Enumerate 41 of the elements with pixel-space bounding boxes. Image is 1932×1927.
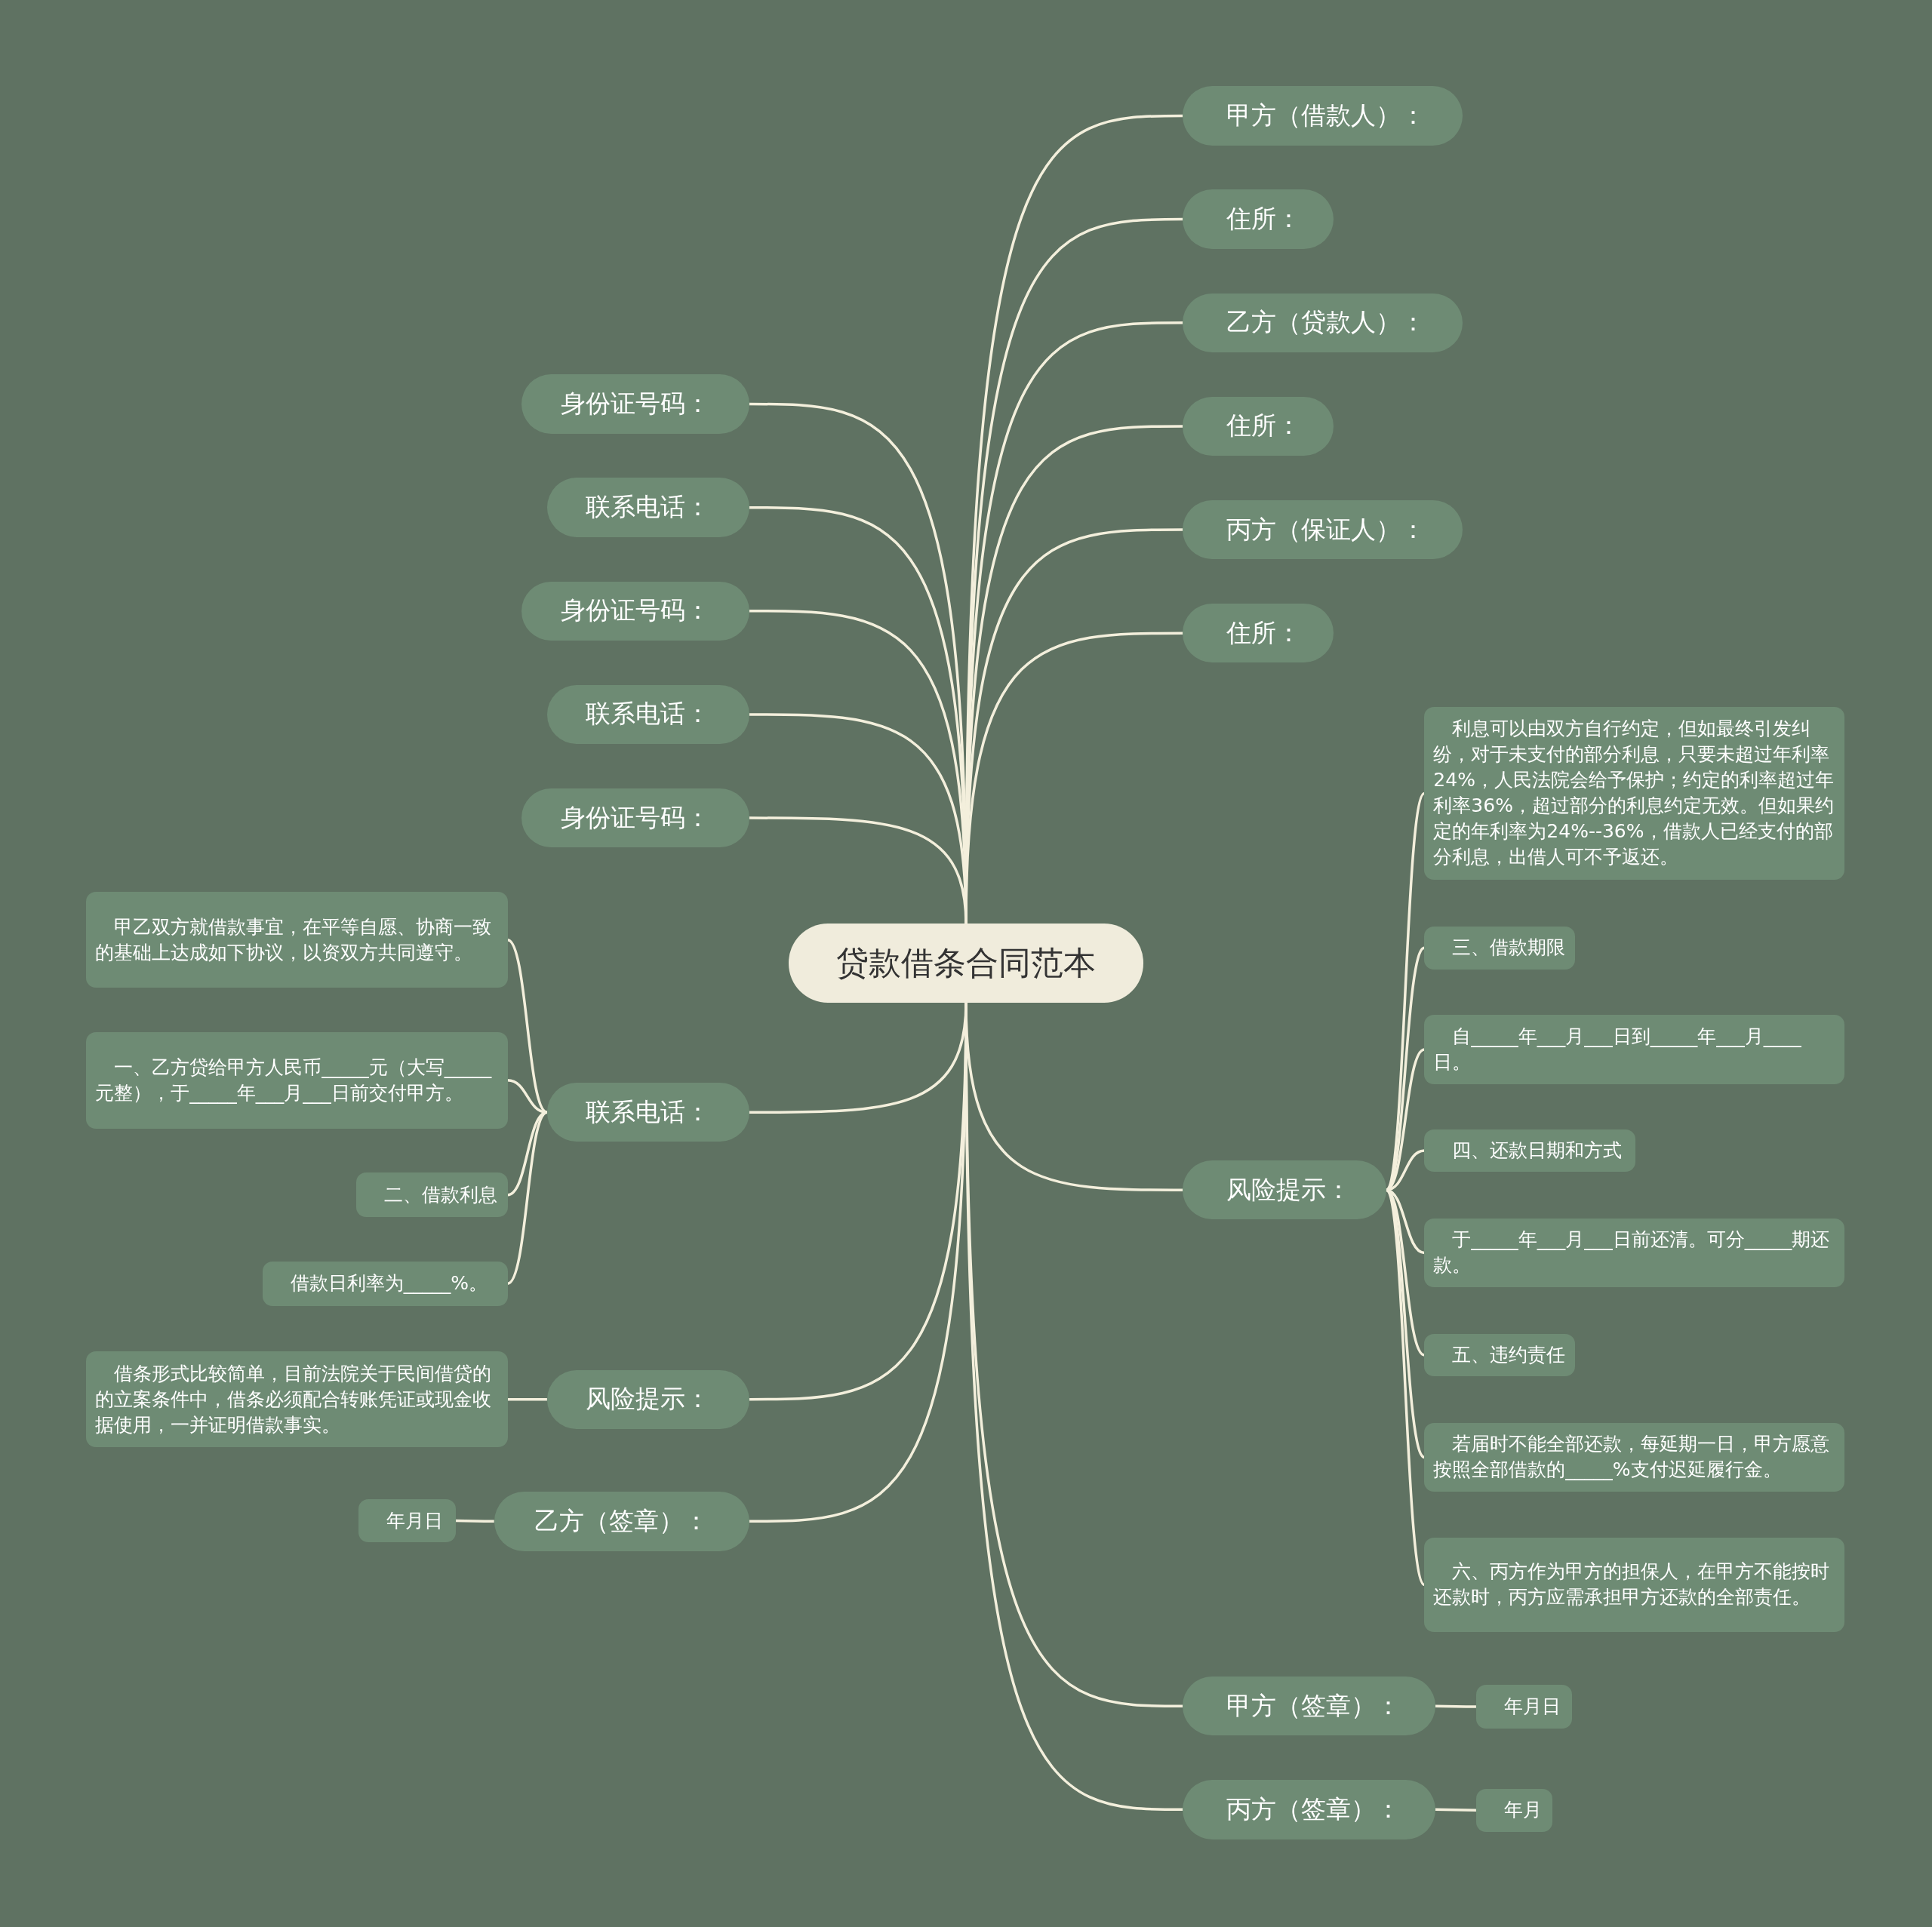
note-box: 二、借款利息 <box>355 1172 508 1218</box>
topic-pill: 丙方（签章）： <box>1183 1780 1436 1839</box>
topic-pill: 住所： <box>1183 604 1334 663</box>
note-box: 甲乙双方就借款事宜，在平等自愿、协商一致的基础上达成如下协议，以资双方共同遵守。 <box>86 892 508 988</box>
topic-pill: 身份证号码： <box>521 374 749 434</box>
central-topic: 贷款借条合同范本 <box>788 924 1144 1003</box>
connector-line <box>1385 1189 1426 1586</box>
connector-line <box>456 1519 494 1523</box>
topic-pill: 住所： <box>1183 396 1334 456</box>
topic-pill: 身份证号码： <box>521 788 749 848</box>
connector-line <box>507 1397 547 1401</box>
note-box: 一、乙方贷给甲方人民币_____元（大写_____元整），于_____年___月___日前交付甲方。 <box>86 1032 508 1129</box>
topic-pill: 甲方（签章）： <box>1183 1677 1436 1736</box>
topic-pill: 住所： <box>1183 189 1334 249</box>
topic-pill: 甲方（借款人）： <box>1183 86 1463 146</box>
note-box: 年月日 <box>358 1498 457 1543</box>
topic-pill: 身份证号码： <box>521 581 749 641</box>
topic-pill: 联系电话： <box>546 684 749 745</box>
note-box: 年月 <box>1475 1788 1553 1832</box>
topic-pill: 乙方（签章）： <box>494 1492 749 1551</box>
note-box: 若届时不能全部还款，每延期一日，甲方愿意按照全部借款的_____%支付迟延履行金。 <box>1424 1422 1845 1492</box>
note-box: 年月日 <box>1475 1685 1573 1729</box>
note-box: 借条形式比较简单，目前法院关于民间借贷的的立案条件中，借条必须配合转账凭证或现金收据使用，一并证明借款事实。 <box>86 1351 508 1448</box>
connector-line <box>1385 792 1426 1191</box>
topic-pill: 丙方（保证人）： <box>1183 499 1463 560</box>
note-box: 利息可以由双方自行约定，但如最终引发纠纷，对于未支付的部分利息，只要未超过年利率24%，人民法院会给予保护；约定的利率超过年利率36%，超过部分的利息约定无效。但如果约定的年利率为24%--36%，借款人已经支付的部分利息，出借人可不予返还。 <box>1424 707 1845 880</box>
topic-pill: 乙方（贷款人）： <box>1183 293 1463 352</box>
note-box: 于_____年___月___日前还清。可分_____期还款。 <box>1424 1218 1845 1288</box>
connector-line <box>749 816 968 924</box>
topic-pill: 联系电话： <box>546 1083 749 1142</box>
note-box: 自_____年___月___日到_____年___月____日。 <box>1424 1015 1845 1084</box>
note-box: 四、还款日期和方式 <box>1424 1129 1635 1172</box>
note-box: 五、违约责任 <box>1424 1334 1575 1376</box>
topic-pill: 风险提示： <box>1183 1160 1386 1220</box>
connector-line <box>1435 1808 1476 1812</box>
topic-pill: 联系电话： <box>546 478 749 537</box>
note-box: 借款日利率为_____%。 <box>262 1261 508 1306</box>
note-box: 三、借款期限 <box>1424 926 1575 970</box>
topic-pill: 风险提示： <box>546 1369 749 1429</box>
connector-line <box>1435 1704 1476 1708</box>
note-box: 六、丙方作为甲方的担保人，在甲方不能按时还款时，丙方应需承担甲方还款的全部责任。 <box>1424 1537 1845 1633</box>
